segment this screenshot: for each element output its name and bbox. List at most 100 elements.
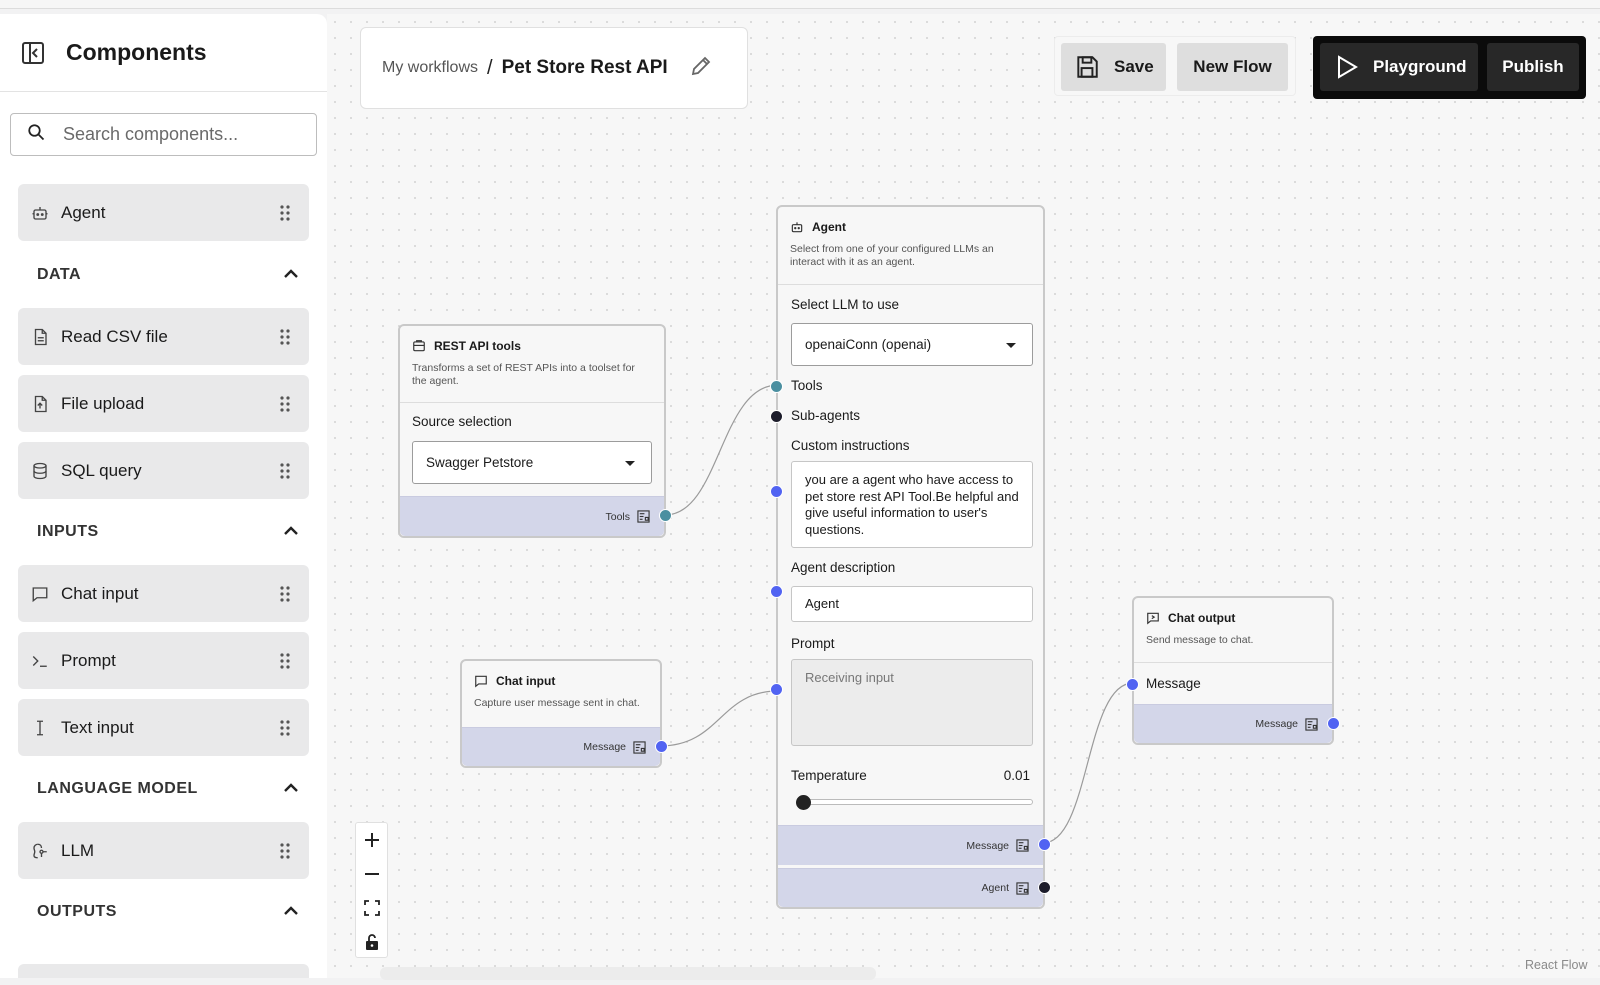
prompt-label: Prompt bbox=[791, 636, 835, 651]
output-label: Message bbox=[583, 741, 626, 753]
chevron-up-icon[interactable] bbox=[283, 903, 299, 921]
subagents-input-port[interactable] bbox=[770, 410, 783, 423]
chat-bubble-icon bbox=[475, 675, 487, 688]
sidebar-item-llm[interactable]: LLM bbox=[18, 822, 309, 879]
drag-handle-icon[interactable] bbox=[275, 718, 295, 738]
inspect-output-icon[interactable] bbox=[637, 510, 650, 523]
source-selection-dropdown[interactable]: Swagger Petstore bbox=[412, 441, 652, 484]
chevron-up-icon[interactable] bbox=[283, 523, 299, 541]
drag-handle-icon[interactable] bbox=[275, 394, 295, 414]
agent-description-input[interactable]: Agent bbox=[791, 586, 1033, 622]
zoom-controls bbox=[355, 822, 388, 958]
inspect-output-icon[interactable] bbox=[1016, 839, 1029, 852]
section-outputs-label: OUTPUTS bbox=[37, 903, 117, 920]
save-button[interactable]: Save bbox=[1061, 43, 1166, 91]
drag-handle-icon[interactable] bbox=[275, 651, 295, 671]
node-title: Chat output bbox=[1168, 611, 1236, 625]
instructions-input-port[interactable] bbox=[770, 485, 783, 498]
search-icon bbox=[27, 123, 45, 146]
custom-instructions-textarea[interactable]: you are a agent who have access to pet s… bbox=[791, 461, 1033, 548]
horizontal-scrollbar[interactable] bbox=[380, 967, 876, 980]
prompt-textarea[interactable]: Receiving input bbox=[791, 659, 1033, 746]
drag-handle-icon[interactable] bbox=[275, 584, 295, 604]
section-inputs-label: INPUTS bbox=[37, 523, 99, 540]
minus-icon bbox=[364, 873, 379, 875]
sidebar-title: Components bbox=[66, 39, 207, 65]
play-icon bbox=[1338, 55, 1358, 79]
chevron-up-icon[interactable] bbox=[283, 780, 299, 798]
lock-button[interactable] bbox=[356, 925, 387, 959]
zoom-in-button[interactable] bbox=[356, 823, 387, 857]
inspect-output-icon[interactable] bbox=[1016, 881, 1029, 895]
playground-button-label: Playground bbox=[1373, 57, 1467, 76]
playground-button[interactable]: Playground bbox=[1320, 43, 1478, 91]
drag-handle-icon[interactable] bbox=[275, 841, 295, 861]
sidebar-item-sql-query[interactable]: SQL query bbox=[18, 442, 309, 499]
temperature-slider-track[interactable] bbox=[799, 799, 1033, 805]
new-flow-button[interactable]: New Flow bbox=[1177, 43, 1288, 91]
section-inputs[interactable]: INPUTS bbox=[37, 523, 299, 541]
custom-instructions-label: Custom instructions bbox=[791, 438, 910, 453]
section-data[interactable]: DATA bbox=[37, 266, 299, 284]
sidebar-item-label: Text input bbox=[61, 717, 134, 737]
agent-output-port[interactable] bbox=[1038, 881, 1051, 894]
temperature-slider-thumb[interactable] bbox=[796, 795, 812, 810]
breadcrumb-parent-link[interactable]: My workflows bbox=[382, 59, 479, 76]
api-tool-icon bbox=[413, 340, 425, 352]
node-rest-api-tools[interactable]: REST API tools Transforms a set of REST … bbox=[398, 324, 672, 538]
node-description: Transforms a set of REST APIs into a too… bbox=[412, 362, 635, 387]
pencil-icon[interactable] bbox=[689, 54, 713, 83]
node-chat-input[interactable]: Chat input Capture user message sent in … bbox=[460, 659, 668, 768]
edge-tools bbox=[664, 384, 779, 516]
sidebar-item-agent[interactable]: Agent bbox=[18, 184, 309, 241]
drag-handle-icon[interactable] bbox=[275, 461, 295, 481]
inspect-output-icon[interactable] bbox=[1305, 717, 1318, 731]
fit-view-icon bbox=[363, 900, 380, 916]
sidebar-item-partial[interactable] bbox=[18, 964, 309, 978]
breadcrumb-separator: / bbox=[487, 56, 493, 79]
node-chat-output[interactable]: Chat output Send message to chat. Messag… bbox=[1126, 596, 1340, 745]
save-icon bbox=[1077, 56, 1098, 78]
search-box[interactable] bbox=[10, 113, 317, 156]
section-outputs[interactable]: OUTPUTS bbox=[37, 903, 299, 921]
sidebar-item-text-input[interactable]: Text input bbox=[18, 699, 309, 756]
sidebar-item-label: File upload bbox=[61, 393, 145, 413]
drag-handle-icon[interactable] bbox=[275, 203, 295, 223]
sidebar-collapse-icon[interactable] bbox=[20, 40, 46, 66]
message-output-band: Message bbox=[778, 825, 1043, 865]
drag-handle-icon[interactable] bbox=[275, 327, 295, 347]
sidebar-item-label: LLM bbox=[61, 840, 95, 860]
message-output-port[interactable] bbox=[1038, 838, 1051, 851]
sidebar-item-label: Prompt bbox=[61, 650, 116, 670]
message-output-port[interactable] bbox=[655, 740, 668, 753]
prompt-input-port[interactable] bbox=[770, 683, 783, 696]
sidebar-item-file-upload[interactable]: File upload bbox=[18, 375, 309, 432]
node-divider bbox=[778, 284, 1043, 285]
message-output-port[interactable] bbox=[1327, 717, 1340, 730]
sidebar-item-prompt[interactable]: Prompt bbox=[18, 632, 309, 689]
sidebar-item-label: Read CSV file bbox=[61, 326, 168, 346]
llm-select-dropdown[interactable]: openaiConn (openai) bbox=[791, 323, 1033, 366]
node-divider bbox=[400, 402, 664, 403]
inspect-output-icon[interactable] bbox=[633, 740, 646, 754]
zoom-out-button[interactable] bbox=[356, 857, 387, 891]
tools-output-port[interactable] bbox=[659, 509, 672, 522]
message-input-port[interactable] bbox=[1126, 678, 1139, 691]
node-agent[interactable]: Agent Select from one of your configured… bbox=[770, 205, 1051, 909]
caret-down-icon bbox=[625, 460, 635, 466]
node-title: Chat input bbox=[496, 674, 556, 688]
save-button-label: Save bbox=[1114, 57, 1154, 76]
publish-button[interactable]: Publish bbox=[1487, 43, 1579, 91]
chevron-up-icon[interactable] bbox=[283, 266, 299, 284]
description-input-port[interactable] bbox=[770, 585, 783, 598]
sidebar-item-chat-input[interactable]: Chat input bbox=[18, 565, 309, 622]
react-flow-attribution[interactable]: React Flow bbox=[1525, 958, 1588, 972]
search-input[interactable] bbox=[63, 124, 303, 145]
tools-input-port[interactable] bbox=[770, 380, 783, 393]
breadcrumb: My workflows / Pet Store Rest API bbox=[360, 27, 748, 109]
section-language-model[interactable]: LANGUAGE MODEL bbox=[37, 780, 299, 798]
subagents-input-label: Sub-agents bbox=[791, 408, 861, 423]
fit-view-button[interactable] bbox=[356, 891, 387, 925]
node-divider bbox=[1134, 662, 1332, 663]
sidebar-item-read-csv[interactable]: Read CSV file bbox=[18, 308, 309, 365]
